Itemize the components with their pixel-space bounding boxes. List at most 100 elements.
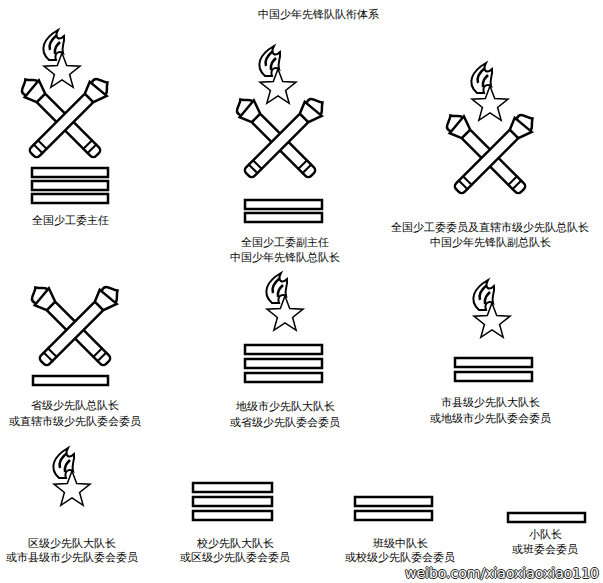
torch-flame — [17, 75, 38, 96]
rank-caption: 市县级少先队大队长 — [441, 396, 540, 409]
rank-bar — [245, 345, 322, 354]
torch-band — [248, 164, 258, 174]
rank-bars — [245, 345, 322, 382]
rank-bar — [455, 358, 532, 367]
torch-band — [43, 352, 53, 362]
rank-bars — [245, 200, 322, 222]
crossed-torches — [441, 109, 539, 198]
torch-body — [243, 112, 309, 178]
torch-flame — [232, 95, 253, 116]
insignia — [355, 497, 432, 520]
torch-flame — [306, 94, 327, 115]
insignia — [455, 280, 532, 381]
flame-star — [473, 280, 510, 337]
torch-band — [97, 352, 107, 362]
rank-caption: 区级少先队大队长 — [28, 537, 116, 550]
star — [54, 471, 90, 505]
rank-caption: 小队长 — [529, 528, 562, 541]
watermark: weibo.com/xiaoxiaoxiao110 — [405, 565, 599, 581]
flame-stroke — [479, 285, 490, 304]
torch-band — [508, 176, 518, 186]
chart-title: 中国少年先锋队队衔体系 — [258, 8, 379, 21]
insignia — [231, 46, 329, 222]
torch-cup — [33, 288, 58, 313]
rank-bar — [355, 511, 432, 520]
rank-bar — [193, 497, 272, 506]
rank-caption: 全国少工委副主任 — [241, 236, 329, 249]
torch-band — [47, 348, 57, 358]
torch — [240, 93, 329, 182]
flame-star — [53, 448, 90, 505]
flame-star — [259, 46, 296, 103]
rank-caption: 或地级市少先队委会委员 — [430, 412, 551, 425]
torch-band — [83, 140, 93, 150]
rank-caption: 校少先队大队长 — [197, 537, 274, 550]
star — [472, 86, 508, 120]
flame-stroke — [49, 35, 60, 54]
torch-band — [33, 144, 43, 154]
torch-band — [458, 180, 468, 190]
star — [260, 69, 296, 103]
torch-band — [302, 164, 312, 174]
torch-cup — [448, 116, 473, 141]
rank-bar — [245, 213, 322, 222]
torch-band — [462, 176, 472, 186]
rank-caption: 或区级少先队委会委员 — [180, 551, 290, 564]
rank-bars — [32, 168, 108, 203]
insignia — [508, 513, 585, 522]
torch-band — [512, 180, 522, 190]
crossed-torches — [26, 281, 124, 370]
rank-bar — [355, 497, 432, 506]
torch — [35, 281, 124, 370]
star — [474, 303, 510, 337]
rank-caption: 全国少工委主任 — [32, 214, 109, 227]
flame-stroke — [265, 51, 276, 70]
rank-caption: 全国少工委委员及直辖市级少先队总队长 — [391, 221, 589, 234]
flame-star — [266, 273, 303, 330]
torch-cup — [238, 100, 263, 125]
flame-star — [471, 63, 508, 120]
rank-bars — [355, 497, 432, 520]
torch-cup — [81, 80, 106, 105]
crossed-torches — [16, 73, 114, 162]
crossed-torches — [231, 93, 329, 182]
rank-caption: 或省级少先队委会委员 — [230, 416, 340, 429]
flame-stroke — [272, 278, 283, 297]
rank-caption: 或直辖市级少先队委会委员 — [9, 415, 141, 428]
torch-cup — [91, 288, 116, 313]
torch-body — [453, 128, 519, 194]
rank-bar — [245, 200, 322, 209]
rank-caption: 中国少年先锋队副总队长 — [430, 236, 551, 249]
insignia — [441, 63, 539, 198]
torch — [450, 109, 539, 198]
torch-band — [93, 348, 103, 358]
rank-bar — [32, 168, 108, 177]
torch-cup — [506, 116, 531, 141]
torch-flame — [101, 282, 122, 303]
flame-star — [43, 30, 80, 87]
rank-bar — [245, 359, 322, 368]
rank-caption: 或市县级市少先队委会委员 — [6, 551, 138, 564]
flame-stroke — [477, 68, 488, 87]
insignia — [53, 448, 90, 505]
torch-band — [87, 144, 97, 154]
star — [267, 296, 303, 330]
rank-bar — [193, 511, 272, 520]
torch — [25, 73, 114, 162]
torch-flame — [27, 283, 48, 304]
torch-body — [38, 300, 104, 366]
rank-bar — [193, 483, 272, 492]
rank-caption: 或校级少先队委会委员 — [345, 551, 455, 564]
insignia — [193, 483, 272, 520]
torch-body — [28, 92, 94, 158]
rank-bar — [245, 373, 322, 382]
torch-flame — [516, 110, 537, 131]
rank-caption: 或班委会委员 — [512, 543, 578, 556]
rank-bar — [32, 194, 108, 203]
torch-band — [37, 140, 47, 150]
torch-flame — [91, 74, 112, 95]
rank-bar — [508, 513, 585, 522]
rank-bars — [193, 483, 272, 520]
